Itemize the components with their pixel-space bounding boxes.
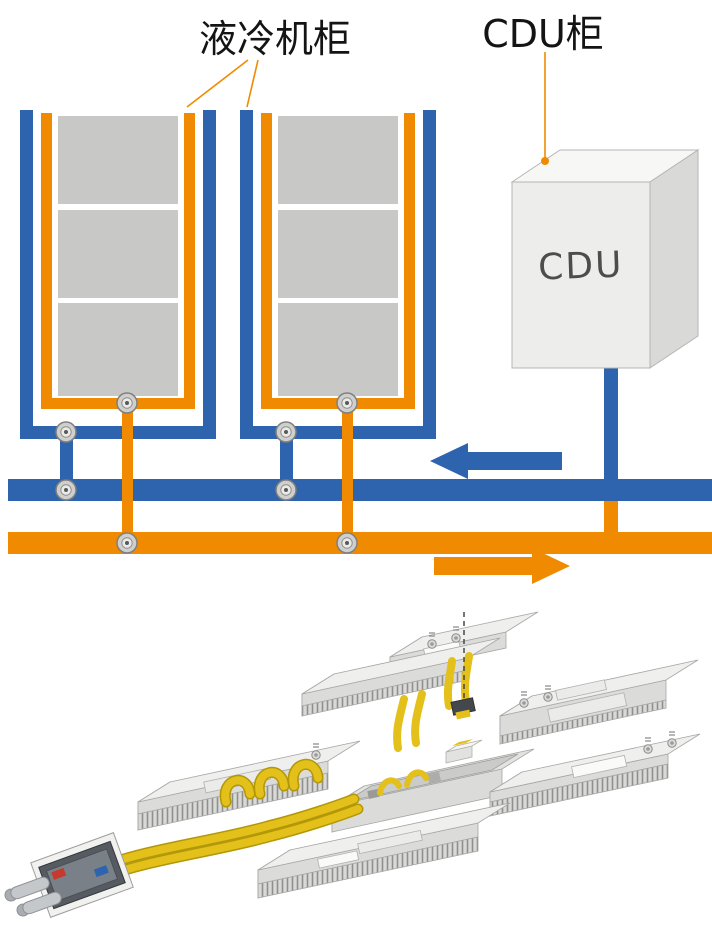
pipe-coupling-icon: [55, 421, 77, 443]
coolant-hose-strap: [443, 657, 456, 710]
cdu-cabinet-label: CDU柜: [482, 12, 604, 56]
leader-endpoint-dot: [541, 157, 549, 165]
server-module: [499, 659, 699, 745]
module-top-face: [301, 637, 501, 695]
manifold-hose-port: [452, 739, 473, 746]
label-leader-line: [186, 59, 249, 108]
cdu-box-label: CDU: [538, 245, 625, 289]
blue-main-pipe: [8, 479, 712, 501]
spring-screw-icon: [667, 731, 677, 748]
server-module: [301, 637, 501, 717]
blue-flow-arrow-left-icon: [430, 443, 562, 479]
blue-main-loop: [8, 368, 712, 501]
coolant-hose: [96, 805, 362, 882]
hot-port-marker: [51, 867, 67, 880]
heatsink-fins: [257, 836, 479, 899]
server-block: [278, 116, 398, 204]
orange-main-loop: [8, 398, 712, 584]
server-module: [489, 733, 701, 817]
spring-screw-icon: [643, 737, 653, 754]
connector-nozzle: [10, 876, 50, 900]
pipe-segment: [203, 110, 216, 439]
pipe-segment: [122, 398, 133, 554]
label-leader-line: [246, 59, 259, 108]
pipe-segment: [60, 439, 73, 484]
server-block: [58, 116, 178, 204]
heatsink-fins: [499, 699, 667, 745]
server-block: [278, 303, 398, 396]
coolant-hose-strap: [393, 695, 408, 752]
pipe-segment: [404, 113, 415, 409]
coolant-hose-loop: [221, 776, 254, 806]
pipe-coupling-icon: [336, 532, 358, 554]
cold-port-marker: [93, 865, 109, 878]
coolant-hose-loop: [255, 768, 288, 798]
coolant-hose-strap: [411, 690, 426, 747]
piping-schematic: CDU 液冷机柜 CDU柜: [8, 12, 712, 584]
module-panel: [555, 679, 607, 701]
coolant-hose-strap: [460, 652, 473, 705]
pipe-segment: [20, 426, 216, 439]
cdu-orange-drop-pipe: [604, 501, 618, 554]
orange-flow-arrow-right-icon: [434, 548, 570, 584]
cdu-front-face: [511, 181, 651, 369]
pipe-coupling-icon: [116, 532, 138, 554]
quick-connector-assembly: [4, 832, 134, 918]
module-label-sticker: [571, 754, 628, 779]
connector-nozzle: [22, 891, 62, 915]
tray-component: [427, 771, 441, 784]
pipe-segment: [342, 398, 353, 554]
connector-face: [45, 848, 119, 902]
pipe-segment: [280, 439, 293, 484]
pipe-coupling-icon: [55, 479, 77, 501]
server-module: [257, 802, 511, 899]
pipe-segment: [423, 110, 436, 439]
tray-hose: [404, 769, 429, 788]
coolant-hoses: [90, 652, 473, 884]
hose-connector-port: [455, 709, 471, 720]
cabinet-label: 液冷机柜: [199, 17, 351, 61]
spring-screw-icon: [519, 691, 529, 708]
pipe-segment: [20, 110, 33, 439]
install-guide: [450, 612, 476, 720]
manifold-block-top: [445, 739, 483, 753]
tray-component: [367, 788, 380, 799]
pipe-coupling-icon: [275, 421, 297, 443]
cabinet-server-blocks: [58, 116, 398, 396]
pipe-segment: [41, 113, 52, 409]
cdu-blue-drop-pipe: [604, 368, 618, 479]
spring-screw-icon: [311, 743, 321, 760]
coolant-hose-loop: [289, 760, 322, 790]
server-block: [278, 210, 398, 298]
pipe-segment: [184, 113, 195, 409]
hose-strokes: [92, 652, 473, 882]
server-assembly-illustration: [4, 611, 701, 918]
pipe-coupling-icon: [336, 392, 358, 414]
server-block: [58, 303, 178, 396]
pipe-segment: [240, 110, 253, 439]
cdu-side-face: [649, 149, 699, 369]
tray-hose: [377, 777, 402, 796]
label-leader-lines: [186, 52, 549, 165]
module-panel: [357, 829, 423, 855]
spring-screw-icon: [543, 685, 553, 702]
pipe-coupling-icon: [116, 392, 138, 414]
cdu-cabinet-box: CDU: [510, 149, 700, 369]
pipe-segment: [261, 113, 272, 409]
pipe-coupling-icon: [275, 479, 297, 501]
orange-main-pipe: [8, 532, 712, 554]
module-panel: [547, 692, 628, 723]
tray-hose-strokes: [377, 769, 429, 796]
module-label-sticker: [317, 850, 360, 869]
pipe-segment: [240, 426, 436, 439]
server-block: [58, 210, 178, 298]
coolant-hose: [92, 795, 358, 872]
